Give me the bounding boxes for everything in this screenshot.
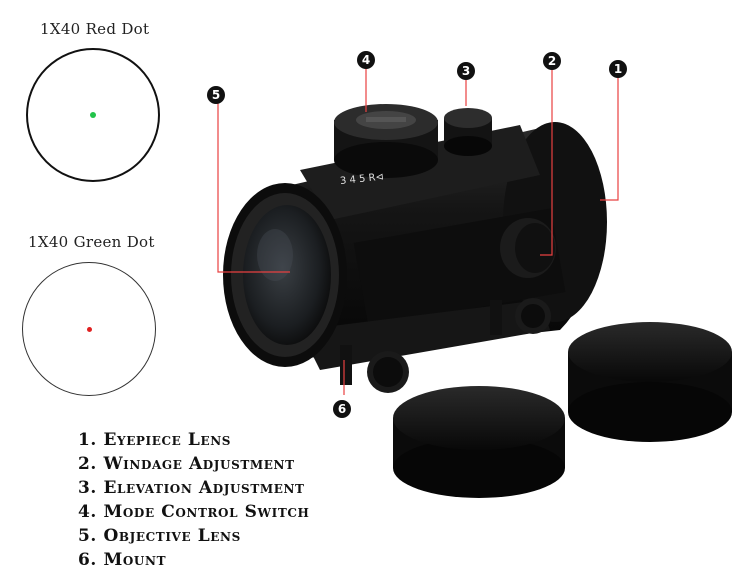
legend-item-mount: 6. Mount — [78, 550, 167, 570]
legend-item-windage-adjustment: 2. Windage Adjustment — [78, 454, 295, 474]
red-dot-label: 1X40 Red Dot — [40, 20, 150, 38]
callout-3: 3 — [457, 62, 475, 80]
lens-cap-right — [568, 322, 732, 442]
callout-1: 1 — [609, 60, 627, 78]
mode-dial-text: 3 4 5 R⊲ — [340, 172, 385, 188]
reticle-dot-green — [90, 112, 96, 118]
mode-control-dial — [334, 104, 438, 178]
legend-item-eyepiece-lens: 1. Eyepiece Lens — [78, 430, 232, 450]
legend-item-elevation-adjustment: 3. Elevation Adjustment — [78, 478, 305, 498]
legend-item-mode-control-switch: 4. Mode Control Switch — [78, 502, 310, 522]
callout-5: 5 — [207, 86, 225, 104]
reticle-dot-red — [87, 327, 92, 332]
parts-legend: 1. Eyepiece Lens 2. Windage Adjustment 3… — [78, 428, 309, 572]
callout-6: 6 — [333, 400, 351, 418]
callout-4: 4 — [357, 51, 375, 69]
elevation-knob — [444, 108, 492, 156]
red-dot-reticle — [26, 48, 160, 182]
green-dot-label: 1X40 Green Dot — [28, 233, 155, 251]
lens-cap-left — [393, 386, 565, 498]
callout-2: 2 — [543, 52, 561, 70]
green-dot-reticle — [22, 262, 156, 396]
callout-lines — [217, 68, 619, 395]
objective-lens — [223, 183, 347, 367]
legend-item-objective-lens: 5. Objective Lens — [78, 526, 241, 546]
